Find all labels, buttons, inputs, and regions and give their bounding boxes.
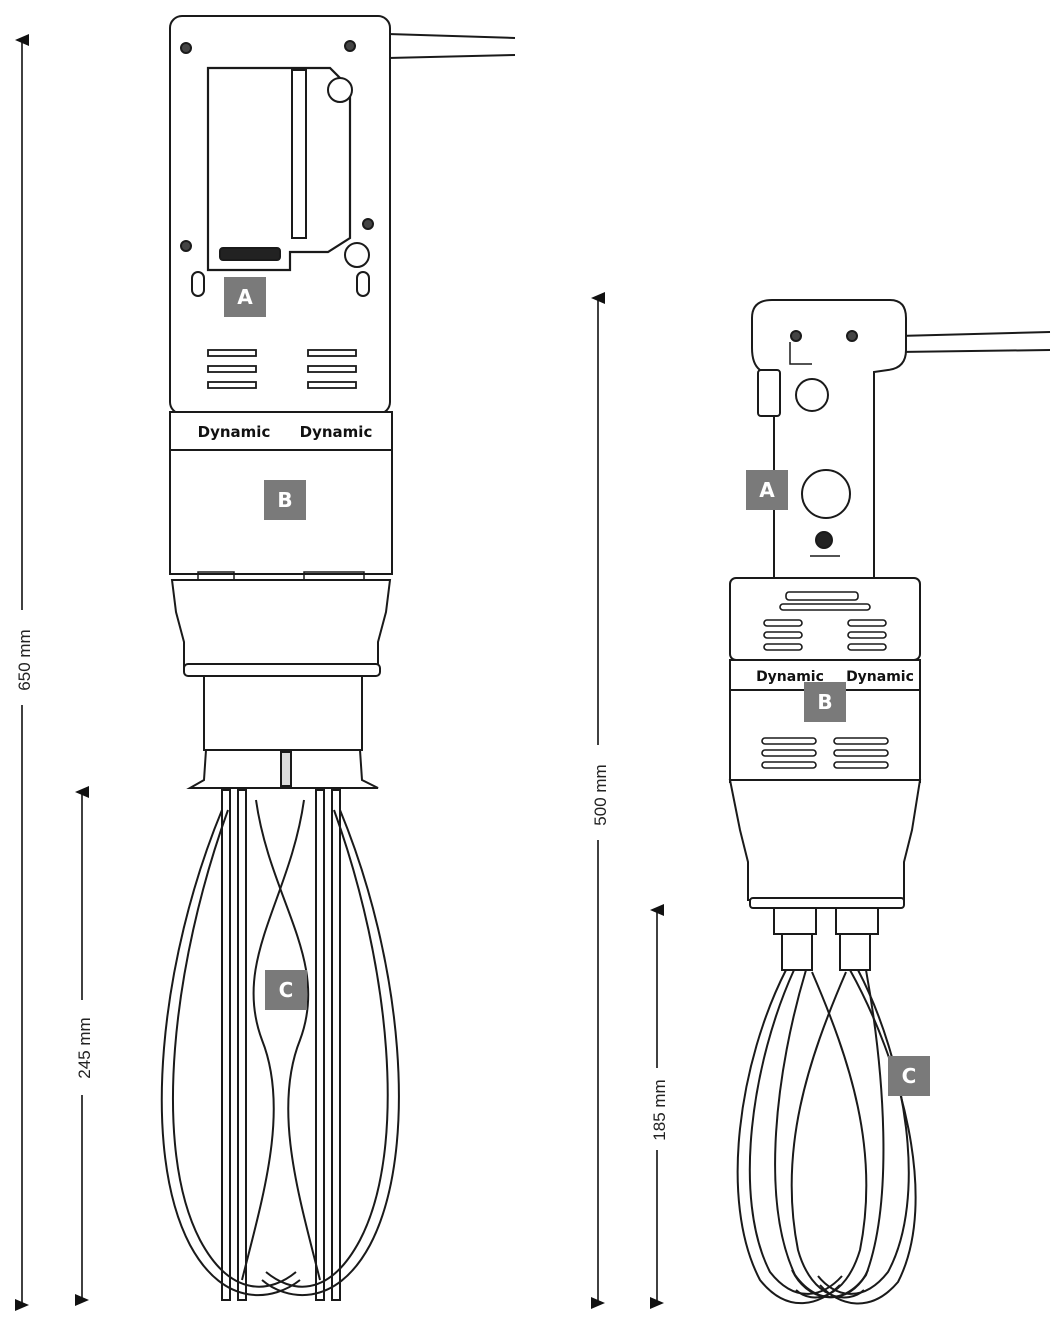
- svg-text:A: A: [759, 478, 775, 502]
- screws-left: [180, 40, 374, 252]
- power-cable-left: [387, 33, 516, 59]
- upper-body-right: [729, 577, 921, 661]
- screws-right: [790, 330, 858, 342]
- brand-label-right-2: Dynamic: [846, 669, 914, 685]
- dimension-label-right-total: 500 mm: [591, 764, 610, 825]
- handle-recess-left: [206, 66, 352, 272]
- vents-left-upper: [207, 349, 357, 389]
- part-label-c-right: C: [888, 1056, 930, 1096]
- part-label-a-left: A: [224, 277, 266, 317]
- svg-text:A: A: [237, 285, 253, 309]
- handle-body-left: [169, 15, 391, 415]
- brand-label-left-1: Dynamic: [198, 423, 271, 441]
- mixer-small: [728, 299, 1051, 971]
- dimension-label-left-total: 650 mm: [15, 629, 34, 690]
- part-label-a-right: A: [746, 470, 788, 510]
- svg-text:B: B: [817, 690, 832, 714]
- part-label-c-left: C: [265, 970, 307, 1010]
- svg-text:C: C: [279, 978, 294, 1002]
- dimension-label-right-whisk: 185 mm: [650, 1079, 669, 1140]
- whisk-small: [736, 969, 917, 1305]
- part-label-b-right: B: [804, 682, 846, 722]
- motor-taper-left: [170, 579, 392, 669]
- vents-right-upper: [763, 591, 887, 651]
- brand-label-right-1: Dynamic: [756, 669, 824, 685]
- svg-text:B: B: [277, 488, 292, 512]
- dimension-label-left-whisk: 245 mm: [75, 1017, 94, 1078]
- collar-left: [203, 675, 363, 751]
- power-cable-right: [897, 331, 1051, 353]
- vents-right-lower: [761, 737, 889, 769]
- svg-text:C: C: [902, 1064, 917, 1088]
- whisk-large: [160, 789, 400, 1301]
- part-label-b-left: B: [264, 480, 306, 520]
- mixer-large: [169, 15, 516, 789]
- brand-band-left: [169, 411, 393, 451]
- motor-taper-right: [728, 779, 922, 901]
- brand-label-left-2: Dynamic: [300, 423, 373, 441]
